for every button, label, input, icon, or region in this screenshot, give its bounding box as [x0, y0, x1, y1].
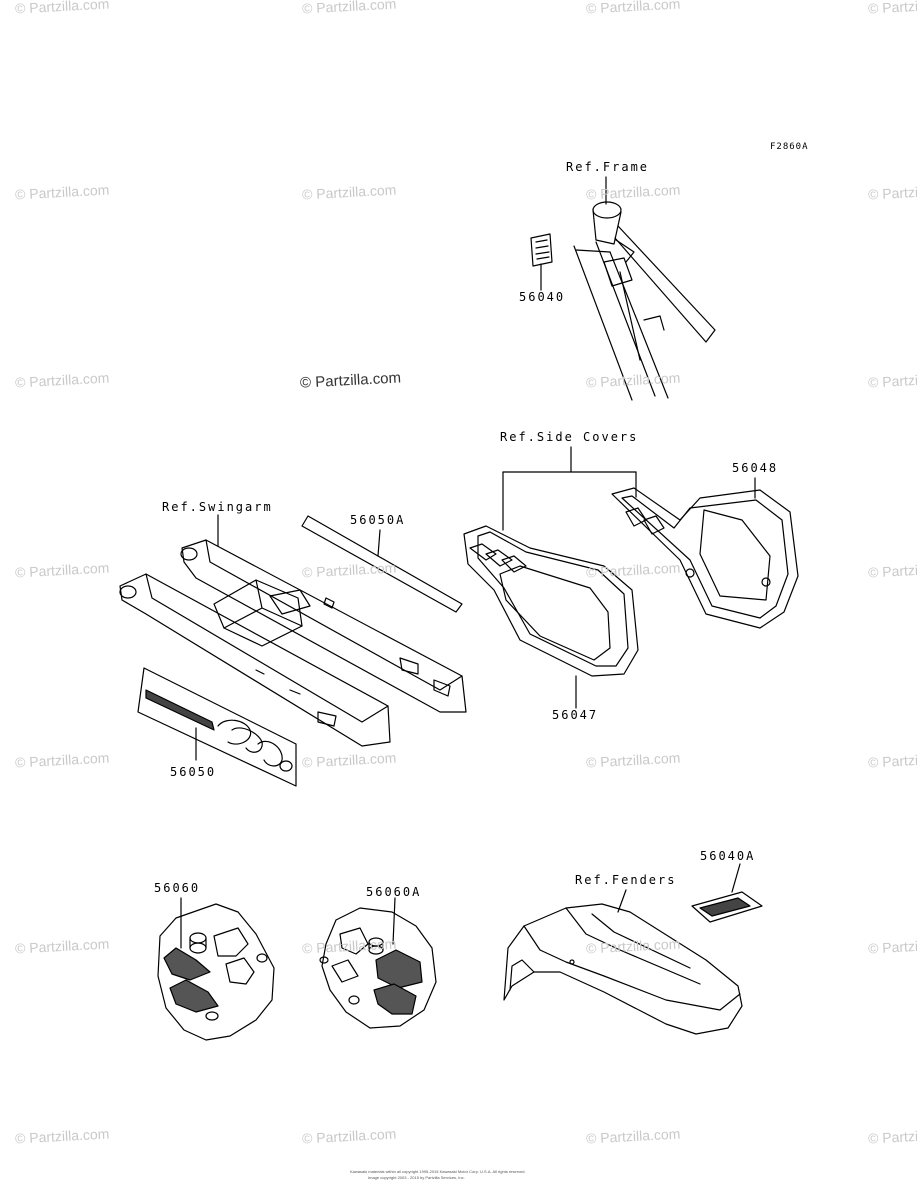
callout-ref-swingarm: Ref.Swingarm — [162, 500, 273, 514]
callout-56048: 56048 — [732, 461, 779, 475]
footer-image-copyright: Image copyright 2003 - 2015 by Partzilla… — [368, 1175, 465, 1180]
side-cover-left-56047 — [463, 525, 639, 709]
callout-56050a: 56050A — [350, 513, 406, 527]
callout-ref-frame: Ref.Frame — [566, 160, 650, 174]
callout-56040: 56040 — [519, 290, 566, 304]
watermark: © Partzilla.com — [867, 0, 917, 17]
callout-56040a: 56040A — [700, 849, 756, 863]
decal-56040a — [691, 863, 763, 923]
swingarm-assembly — [119, 514, 467, 747]
side-cover-right-56048 — [611, 477, 799, 629]
guard-right-56060a — [319, 897, 437, 1029]
callout-56060a: 56060A — [366, 885, 422, 899]
frame-assembly — [573, 176, 716, 401]
callout-56060: 56060 — [154, 881, 201, 895]
decal-56050 — [137, 667, 297, 787]
decal-56050a — [301, 515, 463, 613]
side-covers-leaders — [502, 446, 637, 531]
figure-code: F2860A — [770, 142, 809, 152]
callout-ref-fenders: Ref.Fenders — [575, 873, 677, 887]
callout-56050: 56050 — [170, 765, 217, 779]
guard-left-56060 — [157, 897, 275, 1041]
decal-56040 — [530, 233, 553, 291]
callout-ref-side-covers: Ref.Side Covers — [500, 430, 639, 444]
footer-copyright: Kawasaki materials within all copyright … — [350, 1169, 526, 1174]
callout-56047: 56047 — [552, 708, 599, 722]
rear-fender — [503, 889, 743, 1035]
